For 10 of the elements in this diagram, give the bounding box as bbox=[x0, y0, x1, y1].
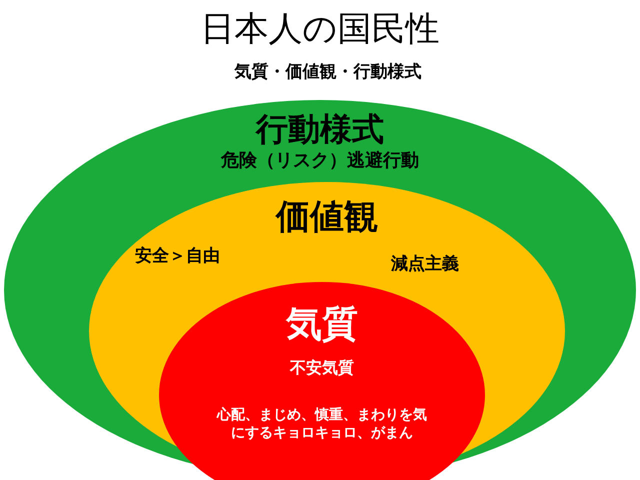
subtitle: 気質・価値観・行動様式 bbox=[234, 61, 422, 83]
heading-text: 気質 bbox=[286, 303, 358, 347]
heading-text: 行動様式 bbox=[256, 109, 384, 150]
label-text: 減点主義 bbox=[391, 253, 459, 275]
heading-text: 価値観 bbox=[276, 196, 378, 239]
title: 日本人の国民性 bbox=[200, 8, 440, 51]
label-text: 不安気質 bbox=[290, 358, 354, 379]
label-text: 安全＞自由 bbox=[135, 245, 220, 267]
label-text: 危険（リスク）逃避行動 bbox=[221, 149, 419, 172]
label-text: 心配、まじめ、慎重、まわりを気にするキョロキョロ、がまん bbox=[217, 406, 427, 442]
